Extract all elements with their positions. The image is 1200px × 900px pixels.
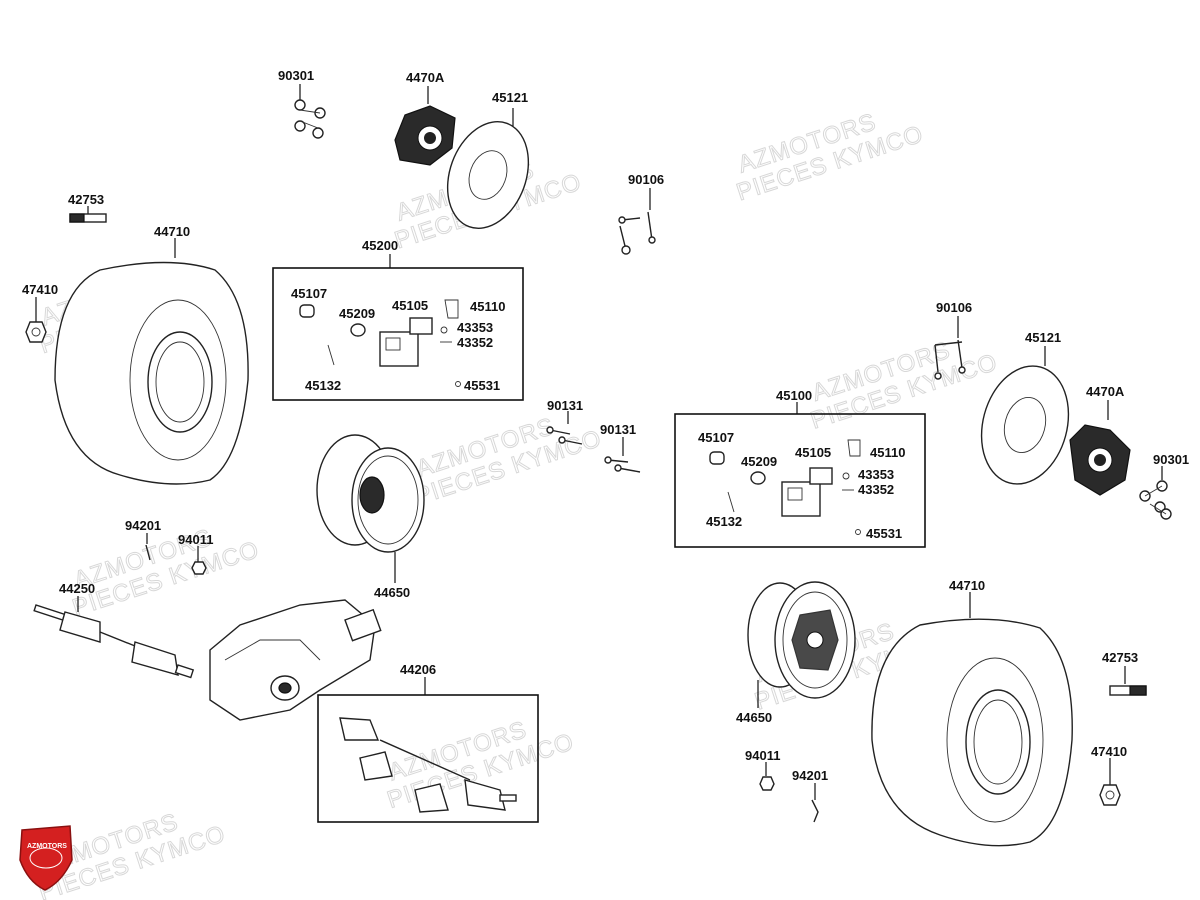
- part-42753-left[interactable]: [69, 206, 107, 223]
- part-90131-b[interactable]: [604, 437, 641, 473]
- part-47410-left[interactable]: [25, 297, 47, 343]
- label-42753: 42753: [68, 192, 104, 207]
- part-94201-right[interactable]: [811, 783, 819, 823]
- part-differential[interactable]: [209, 599, 382, 721]
- part-44250-driveshaft[interactable]: [33, 596, 195, 679]
- label-45107: 45107: [291, 286, 327, 301]
- part-44650-rim-right[interactable]: [747, 581, 856, 708]
- label-45531: 45531: [464, 378, 500, 393]
- label-45200: 45200: [362, 238, 398, 253]
- label-45110: 45110: [470, 299, 505, 314]
- label-44250: 44250: [59, 581, 95, 596]
- part-4470A-hub-left[interactable]: [394, 86, 456, 166]
- part-4470A-hub-right[interactable]: [1069, 400, 1131, 496]
- label-90106: 90106: [936, 300, 972, 315]
- label-44710: 44710: [949, 578, 985, 593]
- label-44650: 44650: [374, 585, 410, 600]
- part-45200-contents[interactable]: [299, 299, 461, 387]
- label-45209: 45209: [339, 306, 375, 321]
- part-90106-right[interactable]: [934, 316, 966, 380]
- part-90301-left[interactable]: [294, 84, 326, 139]
- label-94011: 94011: [745, 748, 780, 763]
- part-44206-contents[interactable]: [339, 717, 517, 813]
- part-94011-left[interactable]: [191, 546, 207, 575]
- label-45132: 45132: [305, 378, 341, 393]
- caliper-kit-box-45200: [272, 267, 524, 401]
- label-45132: 45132: [706, 514, 742, 529]
- part-45121-disc-left[interactable]: [433, 108, 542, 240]
- label-45107: 45107: [698, 430, 734, 445]
- label-47410: 47410: [1091, 744, 1127, 759]
- label-43353: 43353: [858, 467, 894, 482]
- part-45100-contents[interactable]: [709, 439, 861, 535]
- label-90131: 90131: [600, 422, 636, 437]
- label-90131: 90131: [547, 398, 583, 413]
- logo-text: AZMOTORS: [27, 843, 67, 850]
- label-43353: 43353: [457, 320, 493, 335]
- label-47410: 47410: [22, 282, 58, 297]
- label-90106: 90106: [628, 172, 664, 187]
- label-45105: 45105: [795, 445, 831, 460]
- label-4470A: 4470A: [406, 70, 445, 85]
- caliper-kit-box-45100: [674, 413, 926, 548]
- label-45209: 45209: [741, 454, 777, 469]
- part-90301-right[interactable]: [1139, 466, 1172, 520]
- label-90301: 90301: [1153, 452, 1189, 467]
- label-44206: 44206: [400, 662, 436, 677]
- label-45121: 45121: [492, 90, 528, 105]
- driveshaft-kit-box-44206: [317, 694, 539, 823]
- part-94011-right[interactable]: [759, 762, 775, 791]
- label-90301: 90301: [278, 68, 314, 83]
- label-42753: 42753: [1102, 650, 1138, 665]
- part-90106-left[interactable]: [618, 188, 656, 255]
- part-94201-left[interactable]: [145, 533, 151, 561]
- label-94201: 94201: [125, 518, 161, 533]
- label-44650: 44650: [736, 710, 772, 725]
- label-45100: 45100: [776, 388, 812, 403]
- part-45121-disc-right[interactable]: [969, 346, 1081, 494]
- part-42753-right[interactable]: [1109, 666, 1147, 696]
- label-45105: 45105: [392, 298, 428, 313]
- label-44710: 44710: [154, 224, 190, 239]
- azmotors-logo: AZMOTORS: [19, 825, 73, 891]
- label-45531: 45531: [866, 526, 902, 541]
- label-4470A: 4470A: [1086, 384, 1125, 399]
- label-94011: 94011: [178, 532, 213, 547]
- label-43352: 43352: [457, 335, 493, 350]
- label-43352: 43352: [858, 482, 894, 497]
- label-45110: 45110: [870, 445, 905, 460]
- label-45121: 45121: [1025, 330, 1061, 345]
- part-44650-rim-left[interactable]: [316, 434, 425, 583]
- part-47410-right[interactable]: [1099, 758, 1121, 806]
- part-44710-tire-right[interactable]: [871, 592, 1073, 847]
- label-94201: 94201: [792, 768, 828, 783]
- part-44710-tire-left[interactable]: [54, 238, 249, 485]
- part-90131-a[interactable]: [546, 411, 583, 445]
